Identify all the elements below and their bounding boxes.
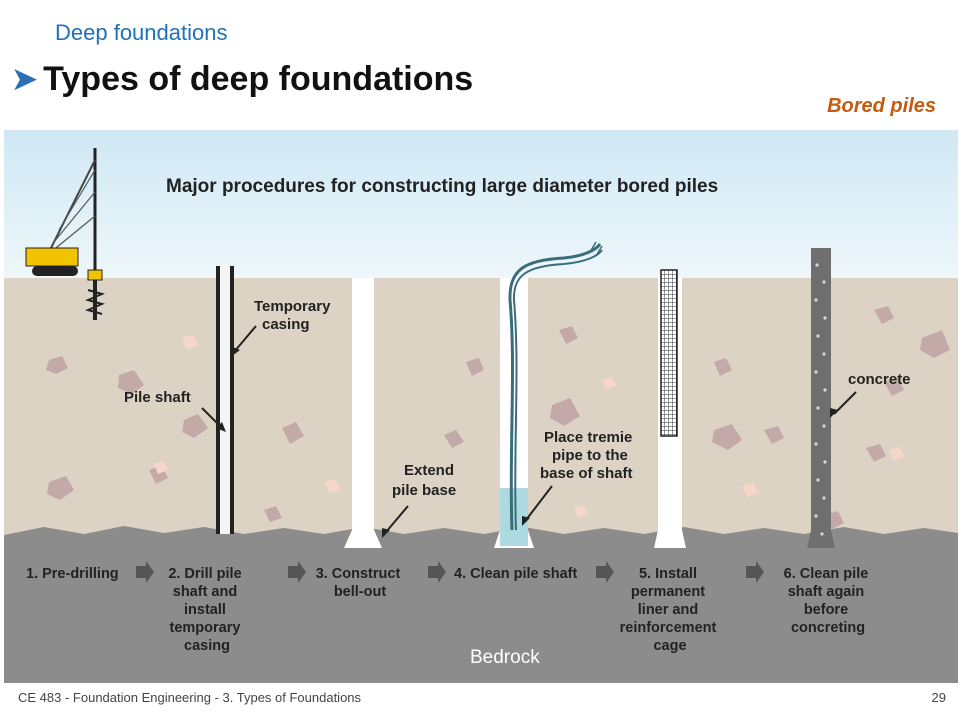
soil-layer [4, 278, 958, 540]
arrow-pile-shaft [201, 407, 223, 429]
label-concrete: concrete [848, 371, 911, 388]
step-arrow-icon [746, 561, 764, 583]
bell-out-shaft [344, 278, 382, 548]
label-bedrock: Bedrock [470, 647, 540, 668]
step-arrow-icon [596, 561, 614, 583]
figure-title: Major procedures for constructing large … [166, 176, 718, 197]
sky [4, 130, 958, 278]
section-title: Deep foundations [55, 20, 228, 45]
step-arrow-icon [288, 561, 306, 583]
step-1-caption: 1. Pre-drilling [26, 566, 119, 582]
step-arrow-icon [428, 561, 446, 583]
arrow-temporary-casing [233, 325, 257, 353]
step-2-caption: 2. Drill pile shaft and install temporar… [168, 566, 245, 654]
arrow-bullet-icon: ➤ [12, 63, 38, 96]
step-3-caption: 3. Construct bell-out [316, 566, 405, 600]
step-4-caption: 4. Clean pile shaft [454, 566, 577, 582]
arrow-concrete [833, 391, 857, 415]
label-temporary-casing: Temporary casing [254, 298, 335, 333]
label-extend-pile-base: Extend pile base [392, 462, 458, 499]
arrow-extend-pile-base [385, 505, 409, 533]
step-5-caption: 5. Install permanent liner and reinforce… [620, 566, 721, 654]
bored-pile-procedure-diagram: Major procedures for constructing large … [4, 130, 958, 683]
arrow-tremie [525, 485, 553, 521]
label-pile-shaft: Pile shaft [124, 389, 191, 406]
reinforcement-cage [654, 269, 686, 548]
page-number: 29 [931, 690, 946, 705]
slide-subtitle: Bored piles [827, 95, 936, 117]
temporary-casing [216, 266, 234, 534]
label-tremie: Place tremie pipe to the base of shaft [540, 429, 637, 482]
concrete-shaft [807, 248, 835, 548]
bedrock-layer [4, 526, 958, 683]
footer-course: CE 483 - Foundation Engineering - 3. Typ… [18, 690, 362, 705]
step-arrow-icon [136, 561, 154, 583]
slide-title-text: Types of deep foundations [43, 60, 474, 98]
step-6-caption: 6. Clean pile shaft again before concret… [784, 566, 873, 636]
soil-pebbles-light [154, 335, 904, 518]
slide-title: ➤ Types of deep foundations [12, 60, 473, 99]
drilling-rig-icon [25, 148, 105, 320]
